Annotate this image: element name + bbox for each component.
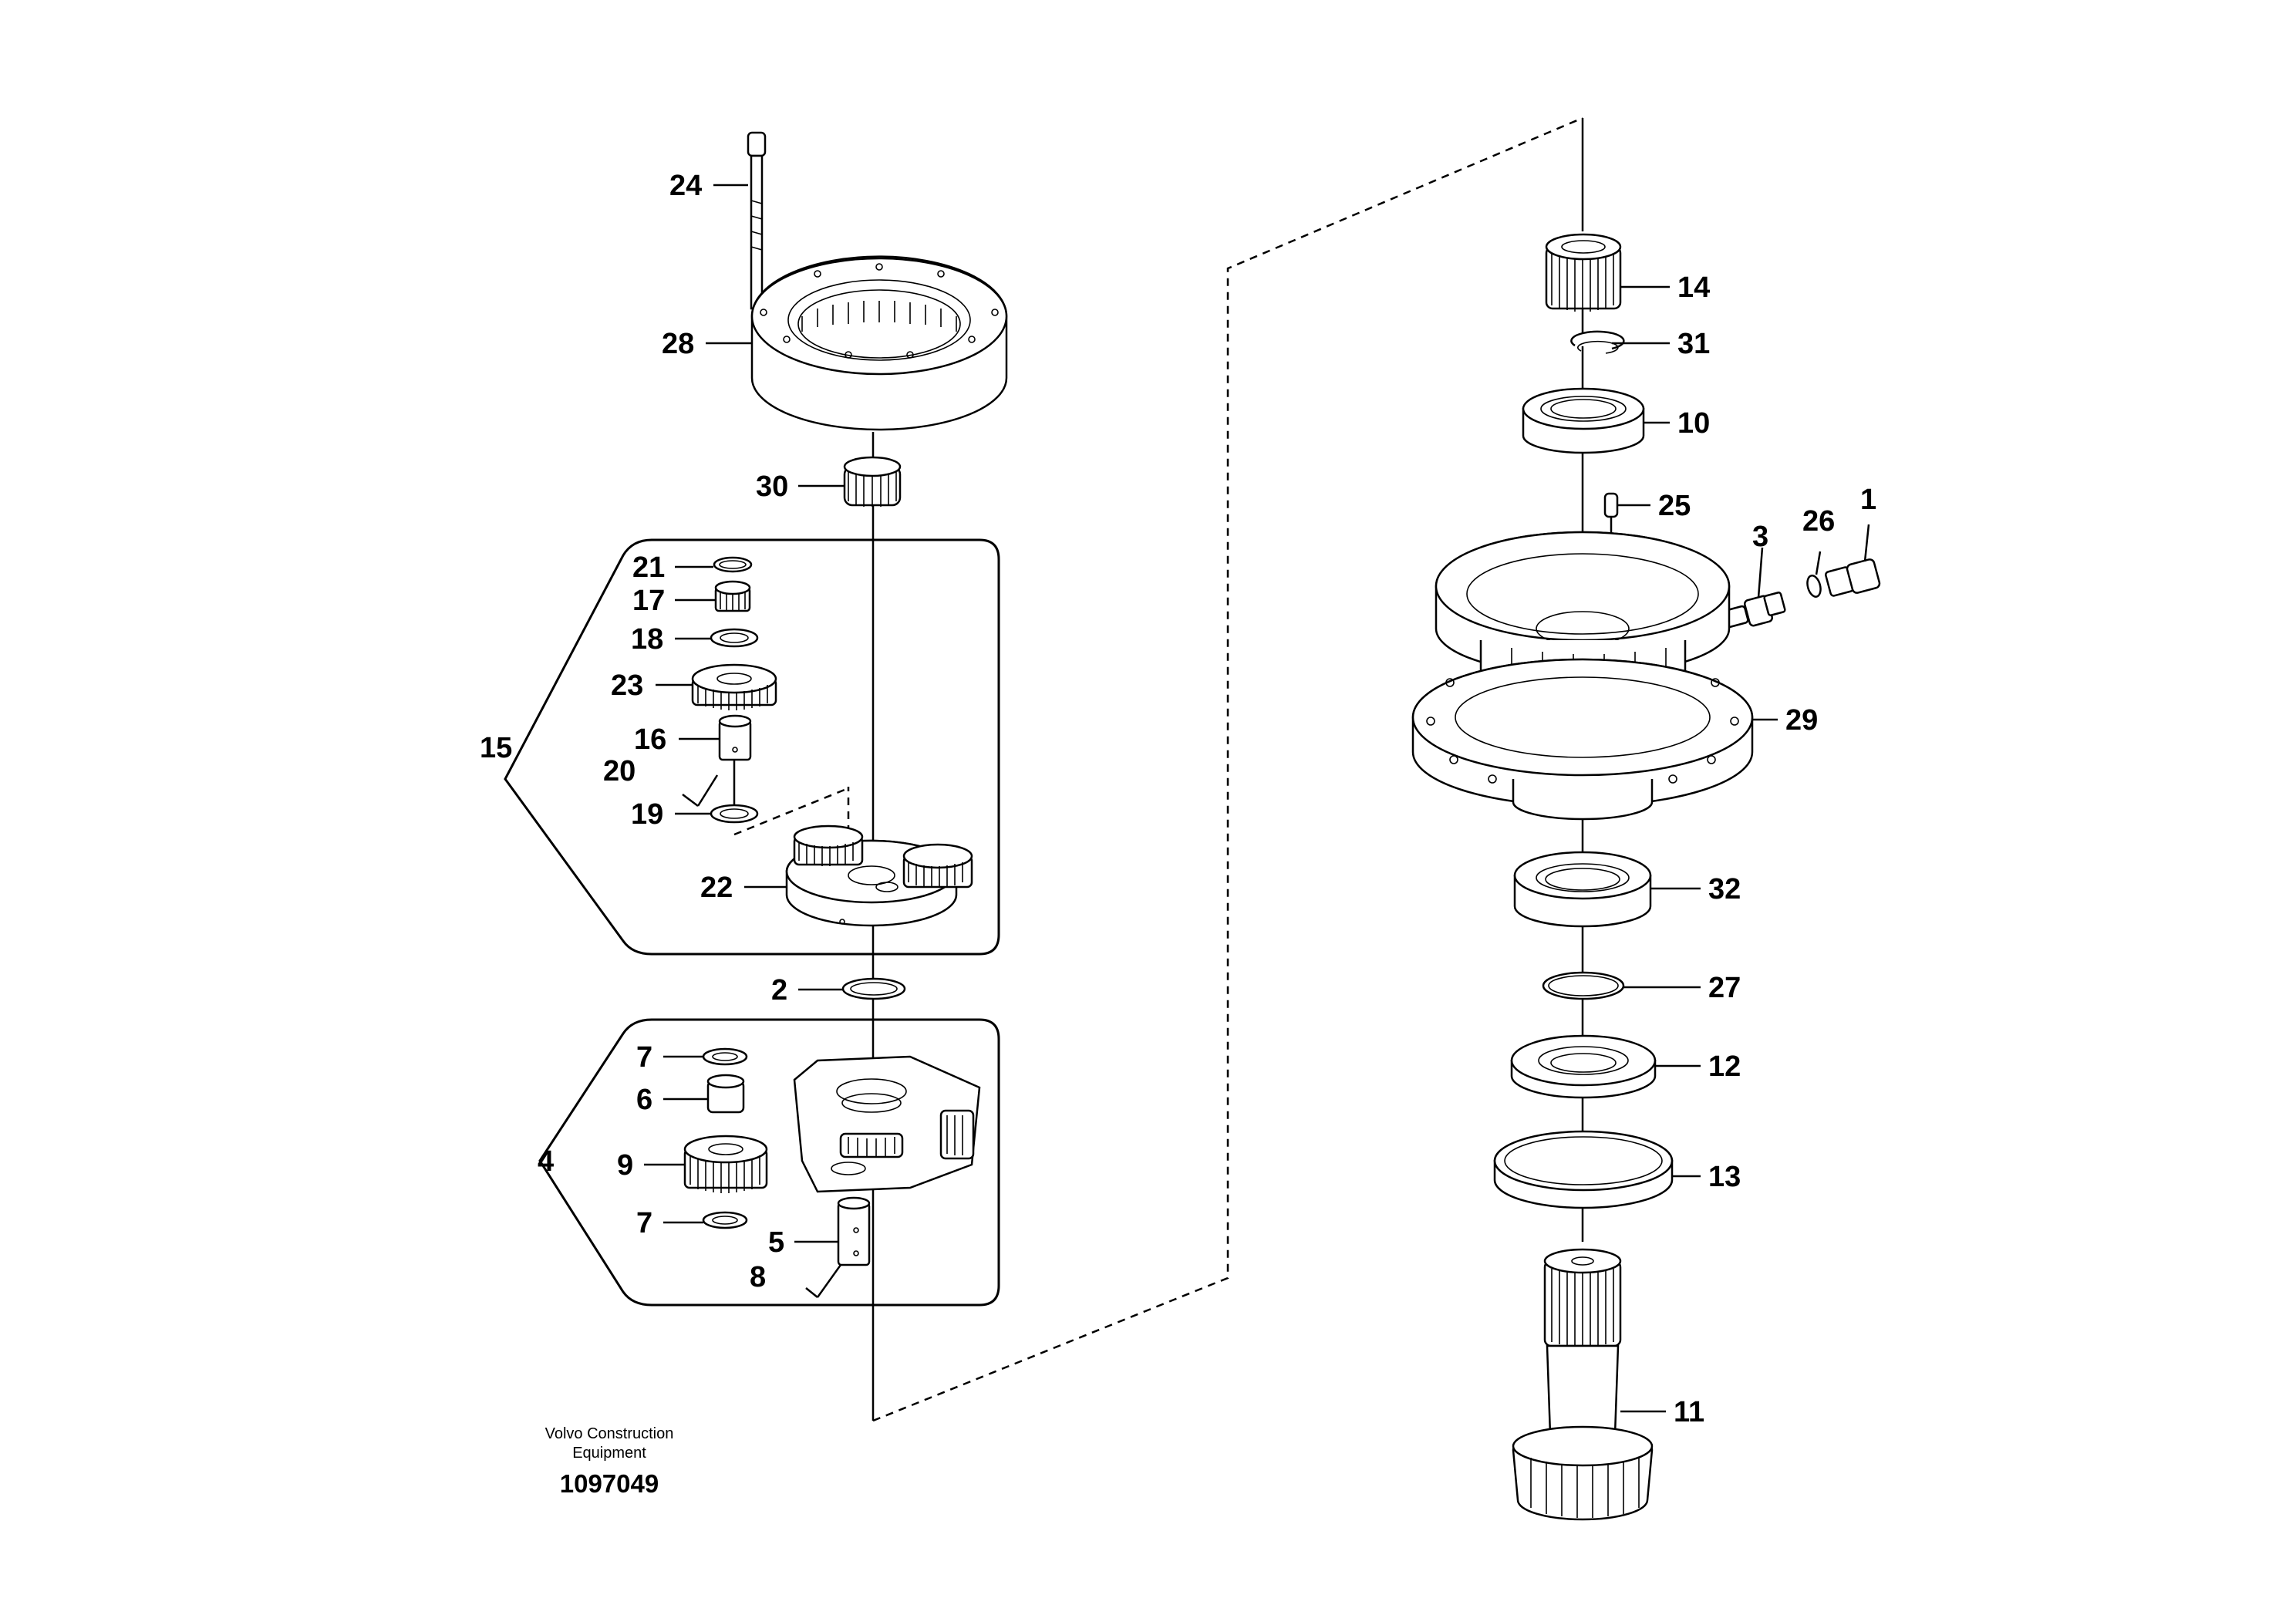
part-2-o-ring[interactable] [841, 977, 906, 1000]
callout-21: 21 [632, 551, 665, 584]
callout-2: 2 [771, 974, 787, 1007]
callout-6: 6 [636, 1084, 652, 1116]
part-16-pin[interactable] [718, 714, 752, 761]
callout-32: 32 [1708, 873, 1741, 905]
callout-23: 23 [611, 669, 643, 702]
callout-28: 28 [662, 328, 694, 360]
callout-10: 10 [1677, 407, 1710, 440]
part-11-pinion-shaft[interactable] [1512, 1248, 1654, 1521]
callout-22: 22 [700, 872, 733, 904]
callout-17: 17 [632, 585, 665, 617]
callout-15: 15 [480, 732, 512, 764]
part-23-planet-gear[interactable] [691, 663, 777, 710]
callout-12: 12 [1708, 1050, 1741, 1083]
callout-3: 3 [1752, 521, 1768, 553]
part-1-plug[interactable] [1825, 558, 1881, 597]
callout-11: 11 [1674, 1396, 1704, 1428]
callout-9: 9 [617, 1149, 633, 1182]
part-9-planet-gear[interactable] [683, 1135, 768, 1193]
part-20-spring-pin[interactable] [682, 774, 719, 807]
callout-labels: 24 28 30 21 17 18 23 15 16 20 19 22 2 7 … [480, 170, 1876, 1428]
callout-16: 16 [634, 723, 666, 756]
callout-18: 18 [631, 623, 663, 656]
callout-4: 4 [538, 1145, 554, 1178]
part-21-snap-ring[interactable] [713, 556, 753, 573]
brand-line-1: Volvo Construction [545, 1425, 674, 1442]
part-22-planet-carrier[interactable] [785, 824, 973, 927]
callout-1: 1 [1860, 484, 1876, 516]
document-number: 1097049 [560, 1469, 659, 1498]
callout-31: 31 [1677, 328, 1710, 360]
part-7-washer-top[interactable] [702, 1047, 748, 1066]
leader-lines [644, 184, 1870, 1413]
part-10-bearing[interactable] [1522, 387, 1645, 454]
part-14-pinion[interactable] [1545, 233, 1622, 312]
dashed-connector [733, 116, 1584, 1422]
part-28-ring-gear[interactable] [750, 255, 1008, 431]
brand-line-2: Equipment [572, 1445, 646, 1462]
callout-29: 29 [1785, 704, 1818, 737]
part-29-housing[interactable] [1411, 531, 1754, 821]
part-8-spring-pin[interactable] [805, 1264, 842, 1298]
callout-24: 24 [669, 170, 702, 202]
part-18-washer[interactable] [710, 628, 759, 648]
callout-30: 30 [756, 470, 788, 503]
assembly-15-frame [504, 538, 1000, 956]
footer-branding: Volvo Construction Equipment 1097049 [545, 1425, 674, 1498]
callout-7-bottom: 7 [636, 1207, 652, 1239]
callout-14: 14 [1677, 271, 1710, 304]
callout-20: 20 [603, 755, 636, 787]
part-12-seal[interactable] [1510, 1034, 1657, 1099]
callout-7-top: 7 [636, 1041, 652, 1074]
part-17-bearing[interactable] [714, 580, 751, 612]
callout-8: 8 [750, 1261, 766, 1293]
part-6-bushing[interactable] [706, 1074, 745, 1114]
callout-27: 27 [1708, 972, 1741, 1004]
part-32-bearing[interactable] [1513, 851, 1652, 928]
part-27-o-ring[interactable] [1542, 971, 1625, 1000]
callout-25: 25 [1658, 490, 1691, 522]
assembly-4-frame [538, 1018, 1000, 1307]
callout-5: 5 [768, 1226, 784, 1259]
part-4-planet-carrier[interactable] [793, 1055, 981, 1193]
part-30-sun-gear[interactable] [843, 456, 902, 507]
callout-19: 19 [631, 798, 663, 831]
callout-26: 26 [1802, 505, 1835, 538]
part-13-seal-ring[interactable] [1493, 1130, 1674, 1209]
callout-13: 13 [1708, 1161, 1741, 1193]
part-19-washer[interactable] [710, 760, 759, 824]
part-26-washer[interactable] [1805, 574, 1823, 598]
part-7-washer-bottom[interactable] [702, 1211, 748, 1229]
part-5-pin[interactable] [837, 1196, 871, 1266]
